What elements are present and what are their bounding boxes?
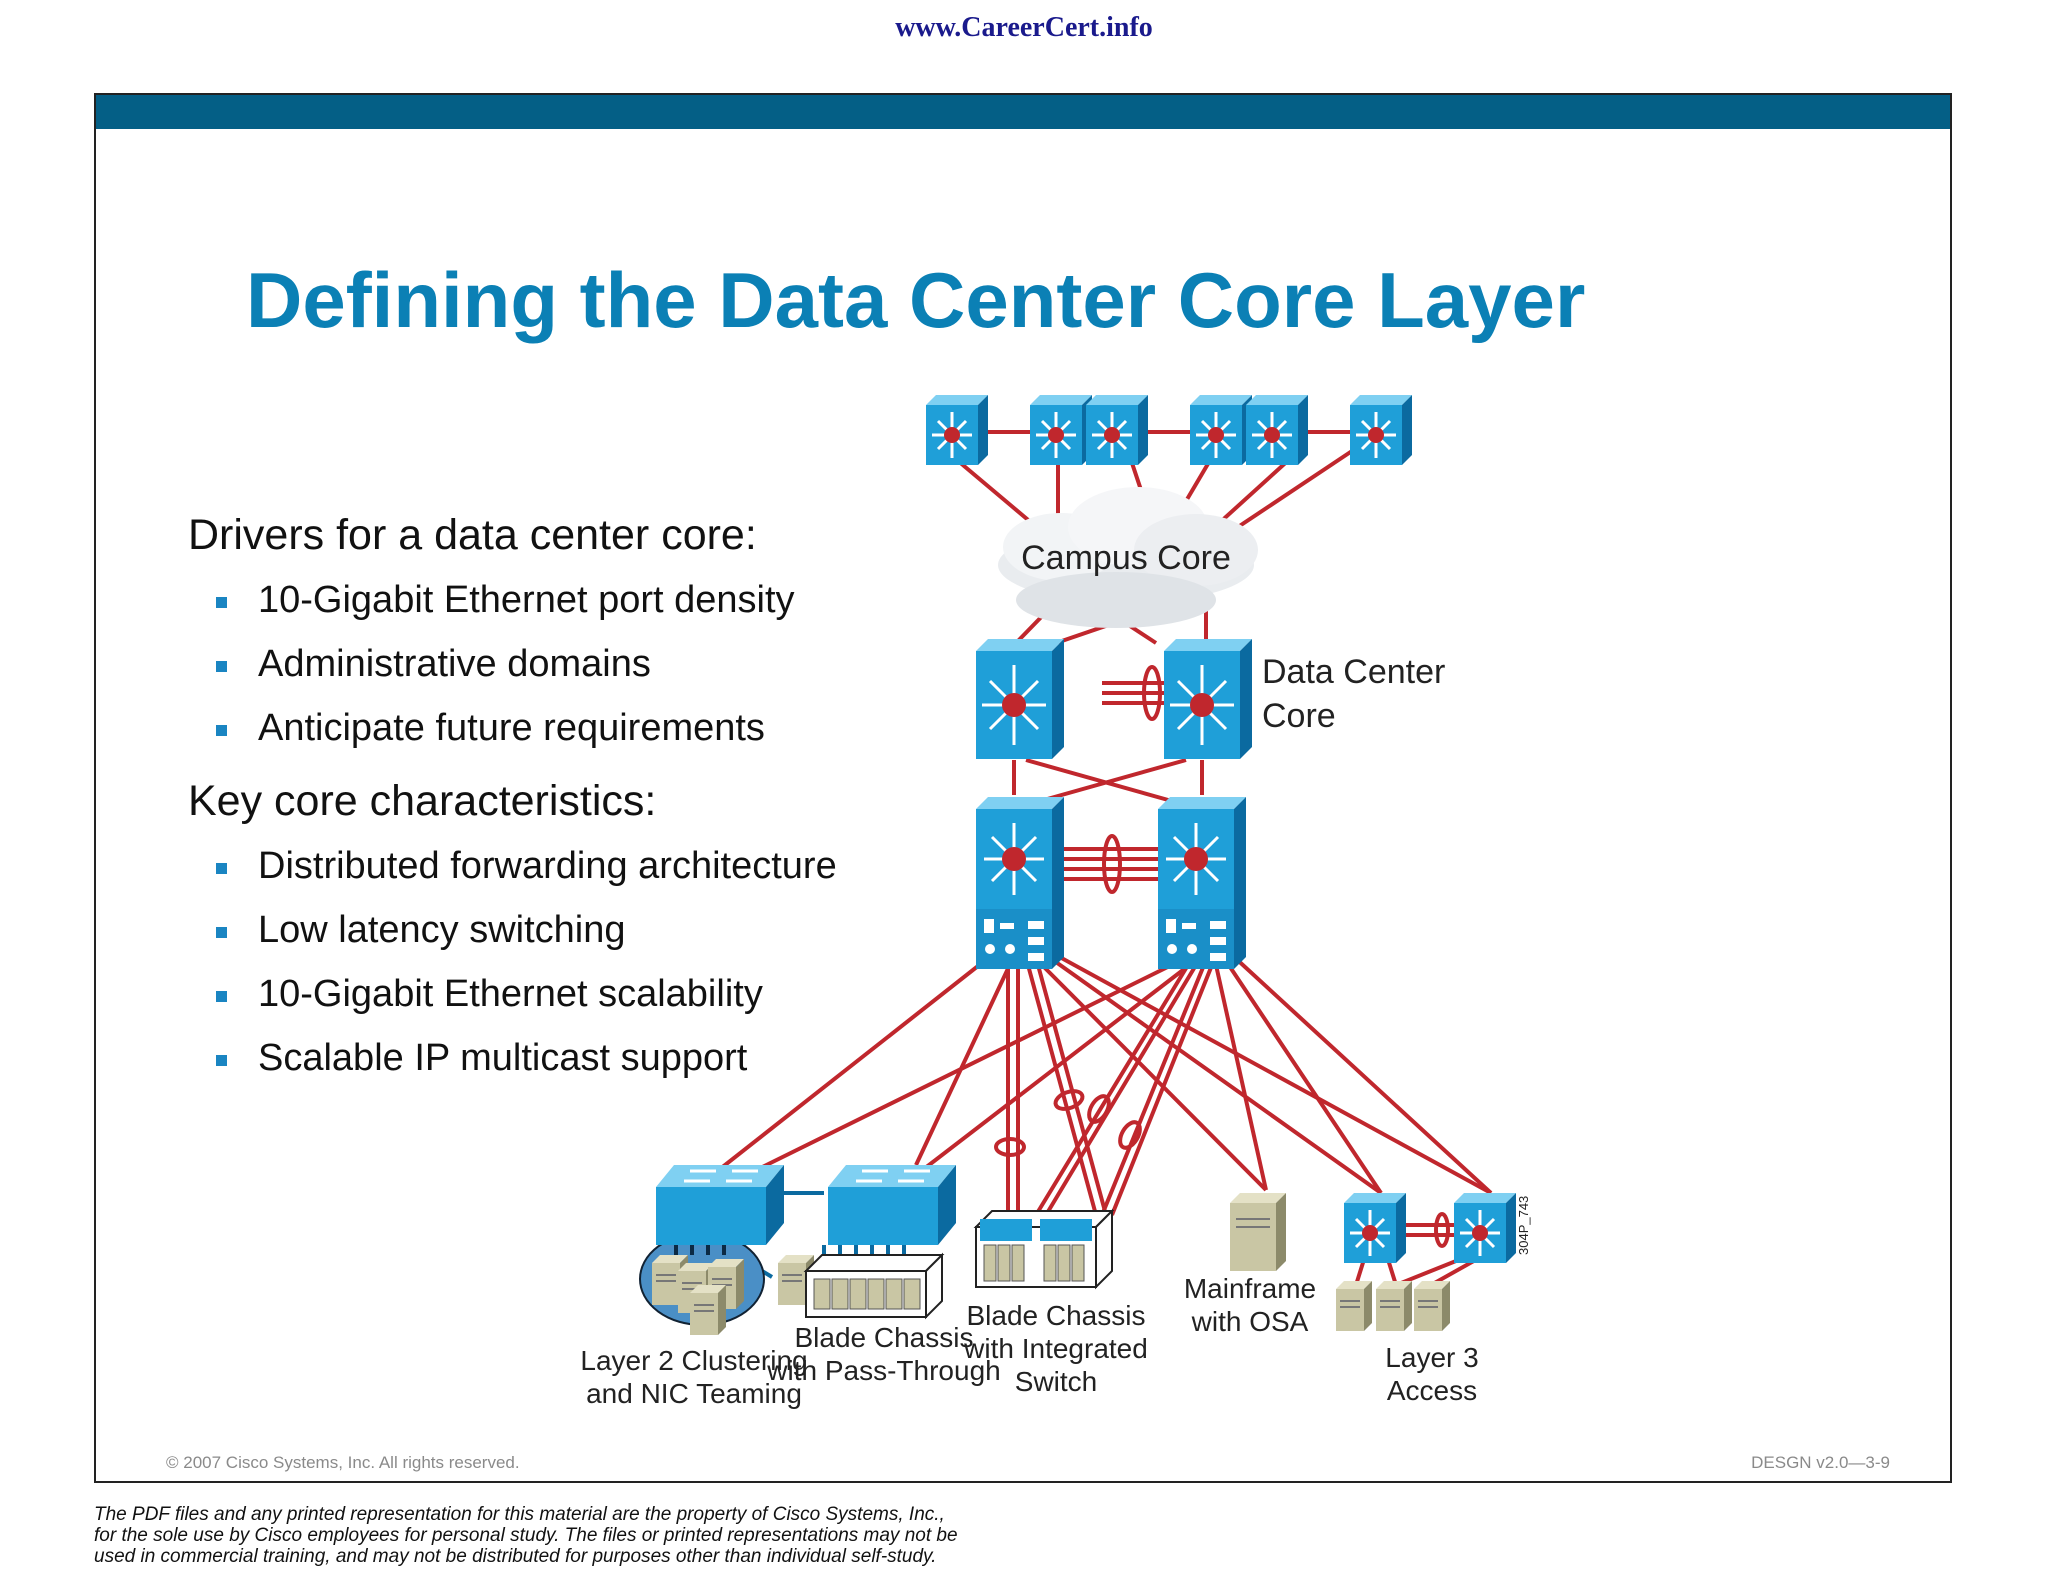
etherchannel-marks [994, 665, 1450, 1248]
pass-through-label-line2: with Pass-Through [766, 1355, 1000, 1386]
integrated-label-line3: Switch [1015, 1366, 1097, 1397]
layer3-label-line1: Layer 3 [1385, 1342, 1478, 1373]
campus-core-cloud-icon [998, 487, 1258, 628]
disclaimer-line: used in commercial training, and may not… [94, 1546, 937, 1567]
campus-switch-icon [1348, 393, 1414, 467]
driver-item: Anticipate future requirements [216, 707, 765, 749]
driver-item: 10-Gigabit Ethernet port density [216, 579, 795, 621]
blade-chassis-pass-through [803, 1245, 945, 1320]
disclaimer: The PDF files and any printed representa… [94, 1504, 1194, 1567]
integrated-label-line1: Blade Chassis [967, 1300, 1146, 1331]
l3-access-switch-icon [1342, 1191, 1408, 1265]
slide: Defining the Data Center Core Layer Driv… [94, 93, 1952, 1483]
characteristic-item: Scalable IP multicast support [215, 1037, 748, 1079]
integrated-label-line2: with Integrated [963, 1333, 1148, 1364]
pass-through-access-switch-icon [826, 1163, 958, 1247]
campus-switch-icon [1188, 393, 1254, 467]
driver-item: Administrative domains [216, 643, 651, 685]
layer3-label-line2: Access [1387, 1375, 1477, 1406]
characteristic-item: Distributed forwarding architecture [216, 845, 837, 887]
characteristics-heading: Key core characteristics: [188, 777, 657, 825]
mainframe-label-line1: Mainframe [1184, 1273, 1316, 1304]
l3-access-switch-icon [1452, 1191, 1518, 1265]
dc-core-switch-icon [974, 637, 1066, 761]
campus-links [704, 430, 1493, 1287]
aggregation-switch-icon [1156, 795, 1248, 971]
server-icon [1335, 1280, 1373, 1332]
layer2-access-switch-icon [654, 1163, 786, 1247]
characteristic-item: Low latency switching [216, 909, 626, 951]
aggregation-switch-icon [974, 795, 1066, 971]
server-icon [1413, 1280, 1451, 1332]
layer2-label-line2: and NIC Teaming [586, 1378, 802, 1409]
dc-core-switch-icon [1162, 637, 1254, 761]
campus-core-label: Campus Core [1021, 539, 1231, 577]
figure-code: 304P_743 [1516, 1196, 1531, 1255]
network-diagram: Campus Core Data Center Core [580, 393, 1531, 1409]
characteristic-item: 10-Gigabit Ethernet scalability [216, 973, 763, 1015]
blade-chassis-integrated [973, 1208, 1115, 1290]
campus-switch-icon [1244, 393, 1310, 467]
dc-core-label-line2: Core [1262, 697, 1336, 735]
slide-id: DESGN v2.0—3-9 [1751, 1453, 1890, 1472]
campus-switch-icon [1028, 393, 1094, 467]
disclaimer-line: The PDF files and any printed representa… [94, 1504, 945, 1525]
slide-title: Defining the Data Center Core Layer [246, 256, 1586, 344]
disclaimer-line: for the sole use by Cisco employees for … [94, 1525, 958, 1546]
campus-switch-icon [1084, 393, 1150, 467]
pass-through-label-line1: Blade Chassis [795, 1322, 974, 1353]
server-icon [1375, 1280, 1413, 1332]
dc-core-label-line1: Data Center [1262, 653, 1445, 691]
mainframe-label-line2: with OSA [1191, 1306, 1309, 1337]
site-url[interactable]: www.CareerCert.info [895, 12, 1153, 43]
campus-switch-icon [924, 393, 990, 467]
mainframe-icon [1230, 1193, 1286, 1271]
copyright-notice: © 2007 Cisco Systems, Inc. All rights re… [166, 1453, 520, 1472]
slide-top-bar [96, 95, 1950, 129]
layer2-label-line1: Layer 2 Clustering [580, 1345, 807, 1376]
drivers-heading: Drivers for a data center core: [188, 511, 757, 559]
